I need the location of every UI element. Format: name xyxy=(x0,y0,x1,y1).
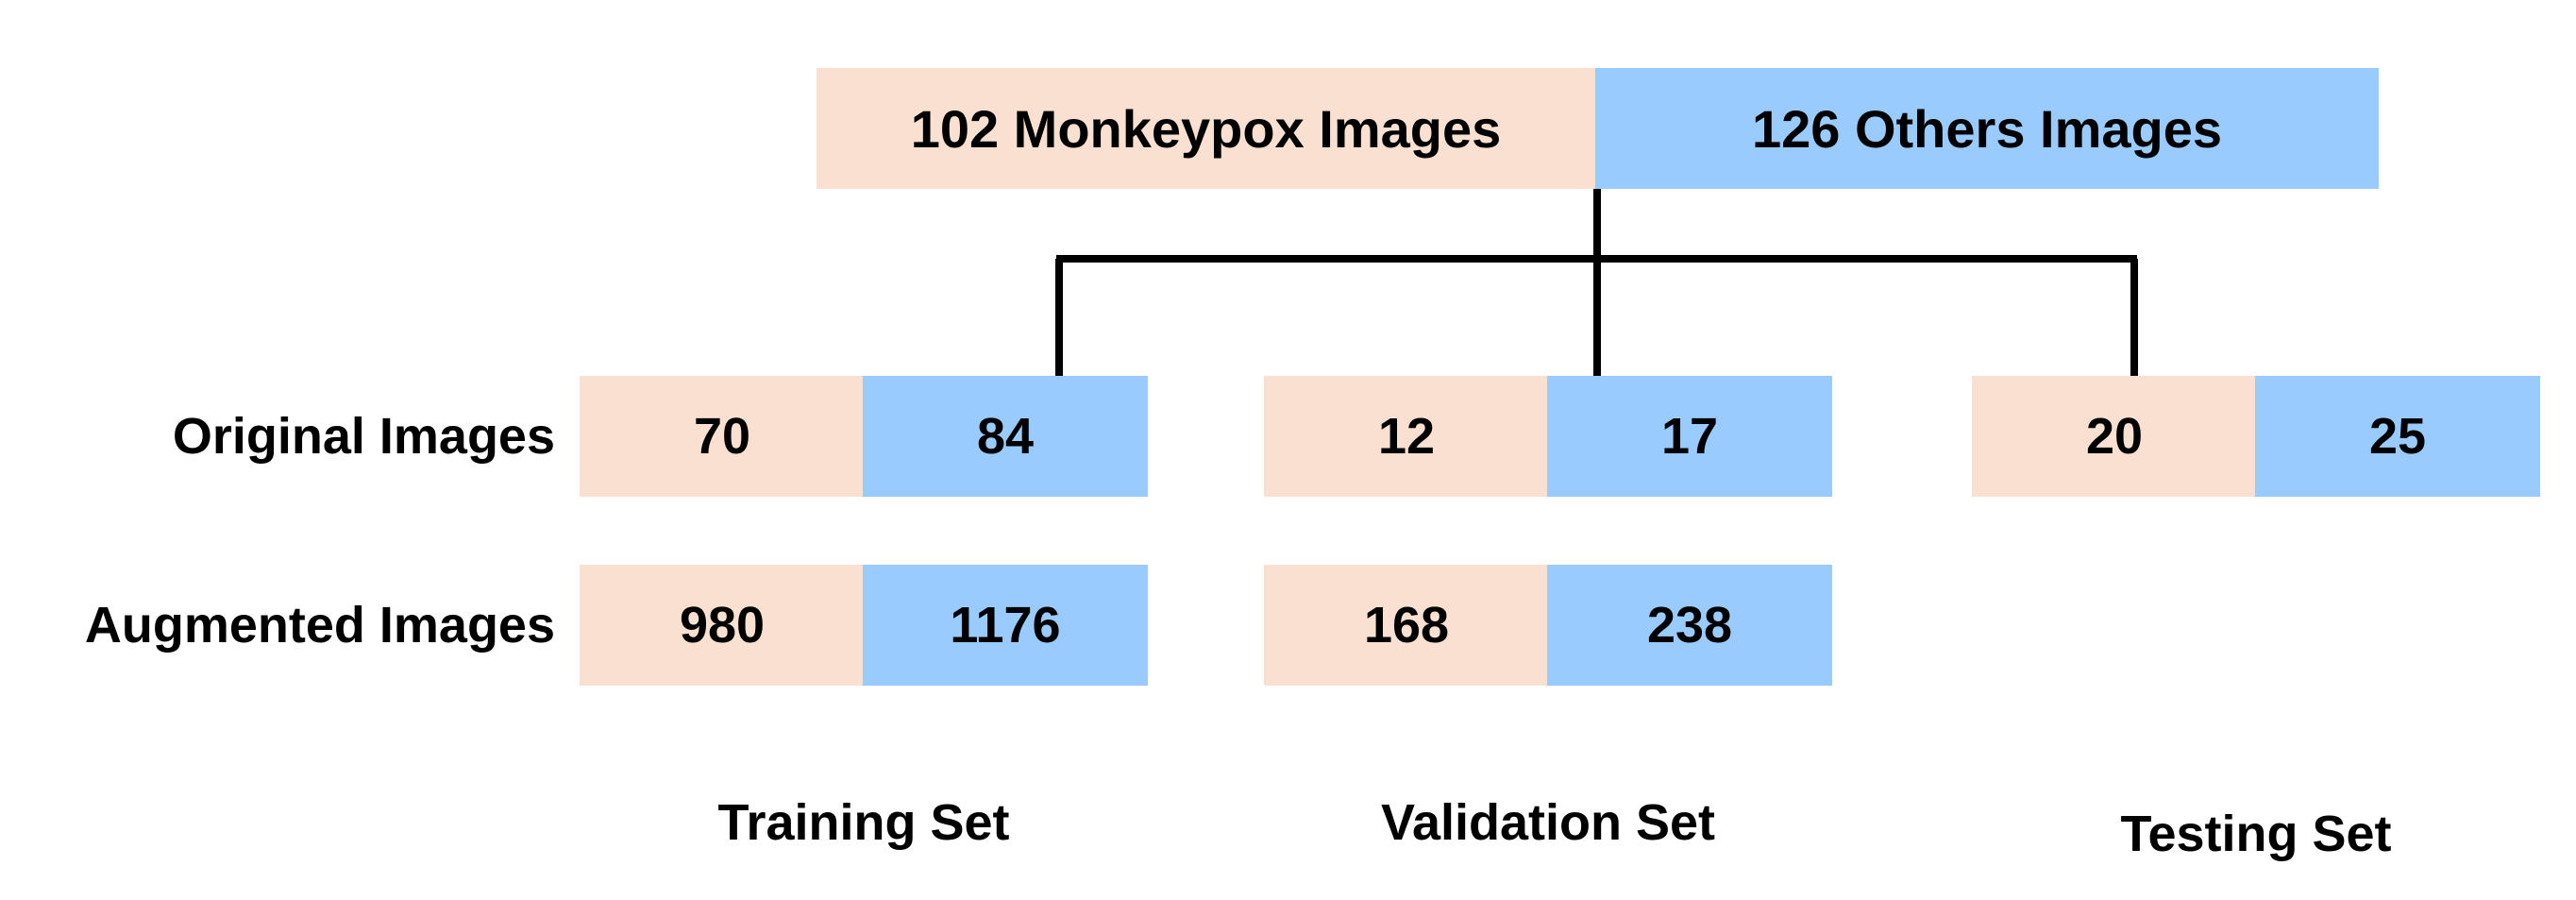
set-label-training: Training Set xyxy=(717,794,1010,851)
training-original-monkeypox: 70 xyxy=(580,376,865,497)
validation-augmented-others: 238 xyxy=(1547,565,1832,686)
validation-augmented-monkeypox: 168 xyxy=(1264,565,1549,686)
training-augmented-monkeypox: 980 xyxy=(580,565,865,686)
row-label-augmented: Augmented Images xyxy=(84,597,555,654)
others-source-box: 126 Others Images xyxy=(1595,68,2379,189)
row-label-original: Original Images xyxy=(172,408,555,465)
validation-original-others: 17 xyxy=(1547,376,1832,497)
monkeypox-source-box: 102 Monkeypox Images xyxy=(817,68,1595,189)
set-label-validation: Validation Set xyxy=(1380,794,1716,851)
training-original-others: 84 xyxy=(863,376,1148,497)
testing-original-monkeypox: 20 xyxy=(1972,376,2257,497)
training-augmented-others: 1176 xyxy=(863,565,1148,686)
validation-original-monkeypox: 12 xyxy=(1264,376,1549,497)
set-label-testing: Testing Set xyxy=(2120,806,2392,862)
testing-original-others: 25 xyxy=(2255,376,2540,497)
